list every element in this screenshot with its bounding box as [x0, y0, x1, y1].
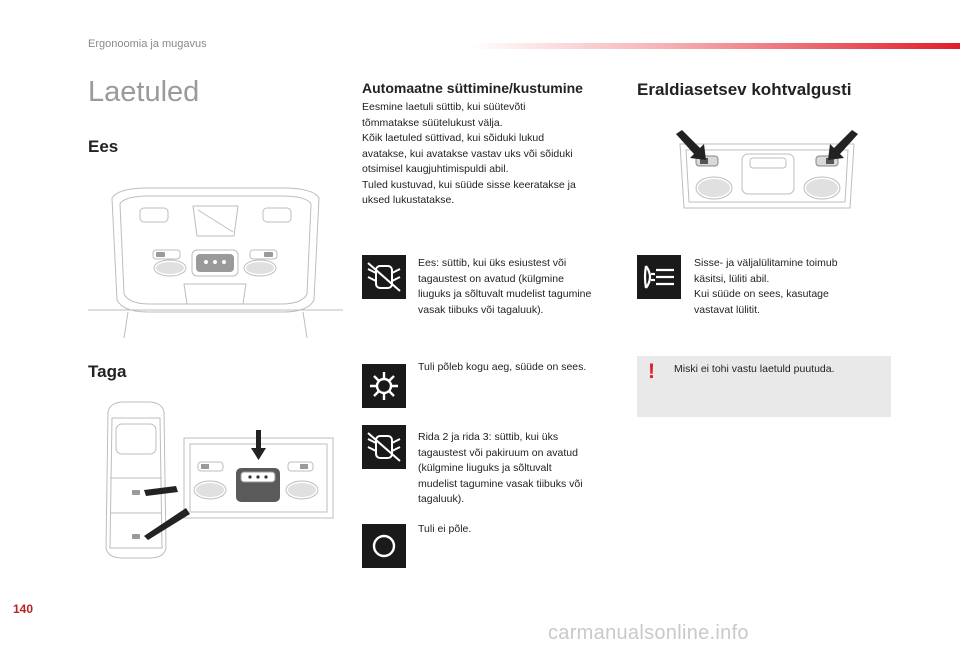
- page-number: 140: [13, 602, 34, 616]
- mode-text: Tuli ei põle.: [418, 523, 472, 535]
- mode-text: Ees: süttib, kui üks esiustest või tagau…: [418, 257, 592, 316]
- spot-text: Sisse- ja väljalülitamine toimub käsitsi…: [694, 257, 838, 316]
- rear-ceiling-light-illustration: [105, 401, 334, 559]
- light-on-icon: [362, 364, 406, 408]
- auto-heading: Automaatne süttimine/kustumine: [362, 80, 583, 96]
- section-label: Ergonoomia ja mugavus: [88, 38, 207, 50]
- light-off-icon: [362, 524, 406, 568]
- warning-icon: !: [648, 360, 655, 383]
- mode-text: Rida 2 ja rida 3: süttib, kui üks tagaus…: [418, 431, 583, 505]
- warning-box: [637, 356, 891, 417]
- subheading-rear: Taga: [88, 362, 127, 381]
- subheading-front: Ees: [88, 137, 119, 156]
- auto-intro-text: Eesmine laetuli süttib, kui süütevõti tõ…: [362, 101, 576, 206]
- header-accent-bar: [470, 43, 960, 49]
- warning-text: Miski ei tohi vastu laetuld puutuda.: [674, 363, 835, 375]
- map-lamp-icon: [637, 255, 681, 299]
- car-doors-open-icon: [362, 425, 406, 469]
- mode-text: Tuli põleb kogu aeg, süüde on sees.: [418, 361, 587, 373]
- watermark: carmanualsonline.info: [548, 622, 749, 644]
- car-doors-open-icon: [362, 255, 406, 299]
- spot-heading: Eraldiasetsev kohtvalgusti: [637, 80, 852, 99]
- front-ceiling-light-illustration: [88, 187, 343, 339]
- page-title: Laetuled: [88, 76, 200, 108]
- map-light-illustration: [676, 130, 858, 209]
